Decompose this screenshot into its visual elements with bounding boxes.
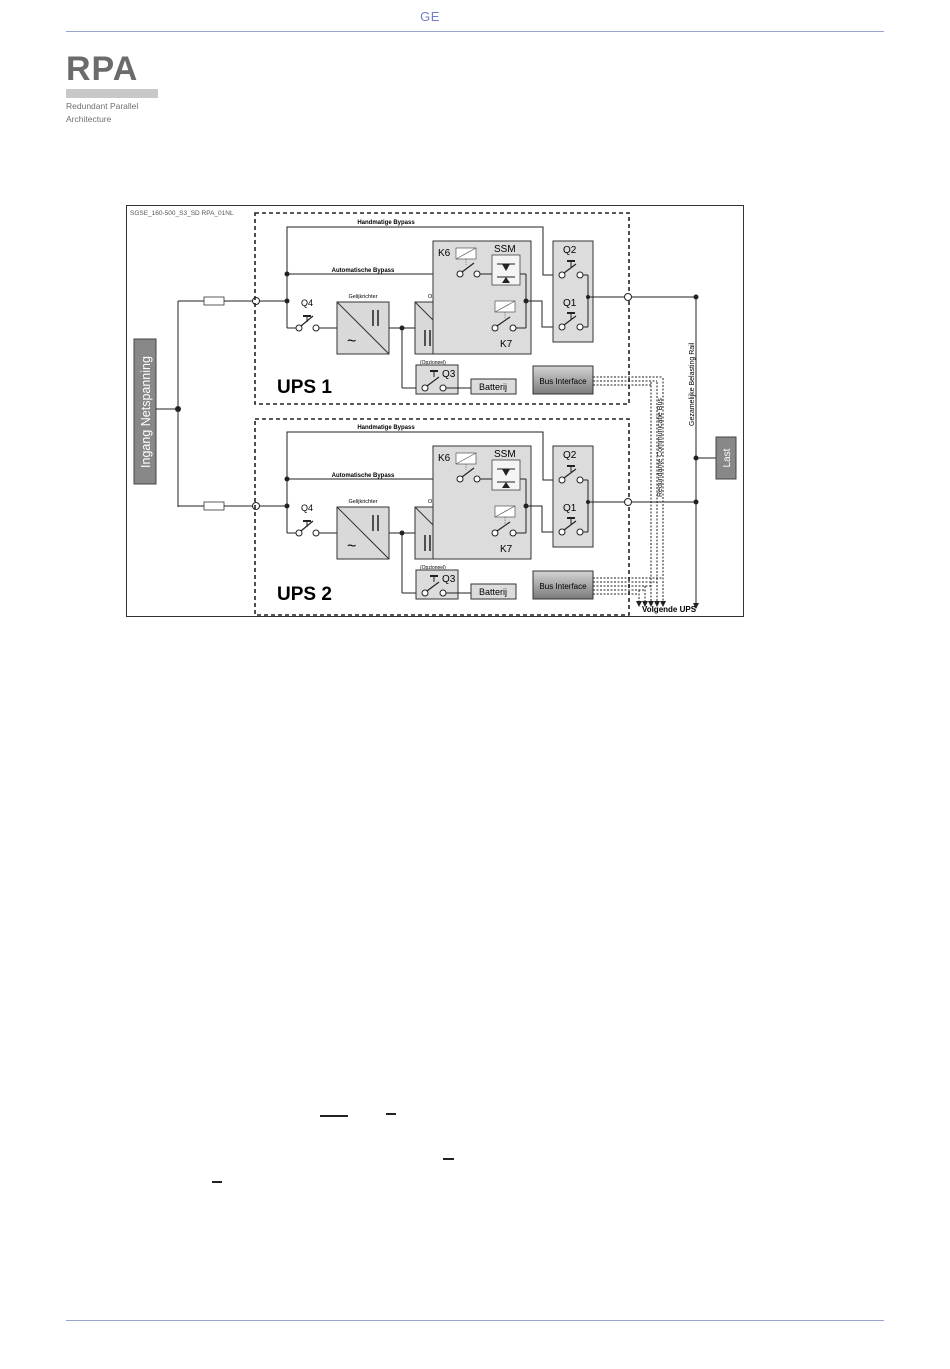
rectifier-block: ~ [336, 301, 390, 355]
fuse [203, 296, 225, 306]
q1-label: Q1 [563, 503, 577, 514]
q4-label: Q4 [301, 503, 313, 513]
q2-label: Q2 [563, 450, 577, 461]
q2-label: Q2 [563, 245, 577, 256]
optional-label: (Opzioneel) [420, 565, 446, 571]
terminal [252, 297, 260, 305]
ups-boundary [254, 212, 630, 405]
input-junction [175, 406, 181, 412]
q1-label: Q1 [563, 298, 577, 309]
ssm-block [491, 459, 521, 491]
comm-bus-label: Redundante Communicatie Bus [657, 398, 664, 497]
ac-symbol: ~ [347, 538, 356, 555]
output-terminal [624, 498, 632, 506]
q3-label: Q3 [442, 574, 456, 585]
k6-label: K6 [438, 248, 451, 259]
manual-bypass-label: Handmatige Bypass [357, 425, 415, 431]
battery-box [470, 583, 517, 600]
ups-unit-2: Handmatige Bypass Automatische Bypass Q4… [178, 418, 696, 616]
next-ups-label: Volgende UPS [642, 605, 697, 614]
rectifier-block: ~ [336, 506, 390, 560]
battery-label: Batterij [479, 382, 507, 392]
input-label: Ingang Netspanning [139, 356, 153, 468]
k7-label: K7 [500, 544, 513, 555]
diagram-code: SGSE_160-500_S3_SD RPA_01NL [130, 210, 234, 217]
bus-interface-label: Bus Interface [539, 582, 587, 591]
ups-name: UPS 1 [277, 377, 332, 398]
footer-rule [66, 1320, 884, 1321]
bus-interface-label: Bus Interface [539, 377, 587, 386]
ups-boundary [254, 418, 630, 616]
bus-interface-box [532, 570, 594, 600]
terminal [252, 502, 260, 510]
manual-bypass-label: Handmatige Bypass [357, 220, 415, 226]
logo-subtitle-1: Redundant Parallel [66, 101, 139, 111]
fuse [203, 501, 225, 511]
q3-label: Q3 [442, 369, 456, 380]
auto-bypass-label: Automatische Bypass [332, 473, 395, 479]
bus-interface-box [532, 365, 594, 395]
k7-label: K7 [500, 339, 513, 350]
logo-subtitle-2: Architecture [66, 114, 112, 124]
logo-bar [66, 89, 158, 98]
ups-name: UPS 2 [277, 584, 332, 605]
load-label: Last [722, 448, 733, 467]
ssm-label: SSM [494, 449, 516, 460]
ups-unit-1: Handmatige Bypass Automatische Bypass Q4… [178, 212, 696, 405]
input-box [133, 338, 157, 485]
load-box [715, 436, 737, 480]
rectifier-label: Gelijkrichter [348, 499, 377, 505]
battery-box [470, 378, 517, 395]
logo-wordmark: RPA [66, 50, 139, 88]
overline-mark [212, 1181, 222, 1183]
overline-mark [386, 1113, 396, 1115]
rpa-diagram: SGSE_160-500_S3_SD RPA_01NL Ingang Netsp… [126, 205, 744, 617]
auto-bypass-label: Automatische Bypass [332, 268, 395, 274]
shared-rail-label: Gezamelijke Belasting Rail [689, 342, 696, 426]
comm-bus [636, 378, 666, 607]
battery-label: Batterij [479, 587, 507, 597]
rpa-logo: RPA Redundant Parallel Architecture [66, 52, 158, 124]
optional-label: (Opzioneel) [420, 360, 446, 366]
q4-label: Q4 [301, 298, 313, 308]
ssm-label: SSM [494, 244, 516, 255]
k6-label: K6 [438, 453, 451, 464]
output-terminal [624, 293, 632, 301]
header-brand: GE [420, 9, 440, 24]
overline-mark [443, 1158, 454, 1160]
rectifier-label: Gelijkrichter [348, 294, 377, 300]
ac-symbol: ~ [347, 333, 356, 350]
header-rule [66, 31, 884, 32]
overline-mark [320, 1115, 348, 1117]
